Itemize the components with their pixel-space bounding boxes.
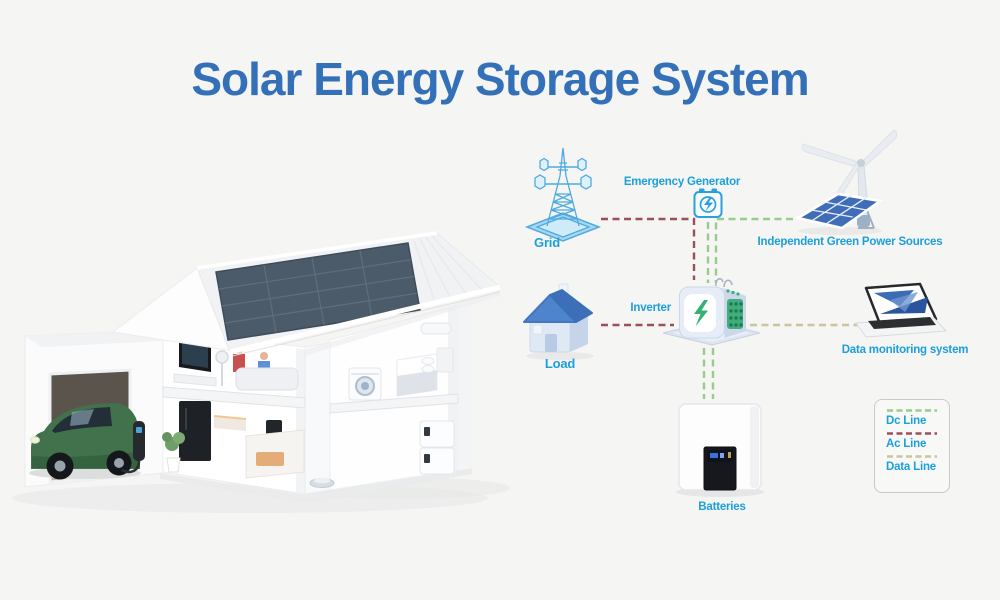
legend: Dc Line Ac Line Data Line: [874, 399, 950, 493]
ev-charger: [121, 421, 145, 474]
connection-lines: [601, 217, 864, 399]
sofa: [235, 367, 299, 391]
solar-roof: [111, 231, 502, 357]
washing-machine: [348, 367, 382, 401]
home-battery: [419, 420, 455, 475]
lightning-bolt-icon: [694, 300, 708, 327]
legend-item-ac: Ac Line: [886, 431, 949, 450]
transmission-tower-icon: [524, 147, 602, 242]
utility-room: [309, 420, 455, 488]
solar-panel-array: [215, 242, 421, 341]
fridge: [179, 401, 211, 461]
data-line-sample: [887, 455, 937, 458]
charging-cable: [121, 460, 141, 474]
tv-console: [173, 373, 217, 387]
robot-vacuum: [309, 477, 335, 488]
green-sources-label: Independent Green Power Sources: [757, 236, 943, 248]
fireplace-glow: [256, 452, 284, 466]
legend-label-dc: Dc Line: [886, 415, 927, 427]
air-conditioner: [420, 322, 452, 335]
page-title: Solar Energy Storage System: [191, 53, 809, 105]
data-monitoring-label: Data monitoring system: [841, 344, 969, 356]
plant: [162, 432, 185, 473]
ac-line-grid-inverter: [601, 217, 696, 280]
floor-slabs: [162, 386, 459, 414]
dc-line-sample: [887, 409, 937, 412]
dc-line-solar-inverter: [714, 217, 793, 283]
ev-car: [29, 403, 141, 480]
generator-icon: [693, 188, 723, 218]
person: [260, 352, 268, 360]
house-illustration: [12, 231, 510, 513]
grid-label: Grid: [534, 235, 560, 250]
solar-panel-icon: [794, 192, 884, 235]
kitchen: [162, 401, 305, 479]
load-label: Load: [544, 356, 576, 371]
wall-battery-icon: [676, 403, 764, 497]
headlight: [30, 436, 40, 444]
ac-line-sample: [887, 432, 937, 435]
laptop-icon: [855, 282, 948, 338]
legend-label-data: Data Line: [886, 461, 936, 473]
living-room: [173, 336, 299, 391]
legend-label-ac: Ac Line: [886, 438, 927, 450]
house-load-icon: [523, 283, 594, 360]
emergency-generator-label: Emergency Generator: [623, 176, 741, 188]
legend-item-data: Data Line: [886, 454, 949, 473]
inverter-label: Inverter: [630, 302, 671, 314]
bed-headboard: [436, 347, 454, 373]
legend-item-dc: Dc Line: [886, 408, 949, 427]
bedroom: [348, 322, 454, 401]
batteries-label: Batteries: [698, 501, 746, 513]
inverter-icon: [662, 278, 761, 346]
